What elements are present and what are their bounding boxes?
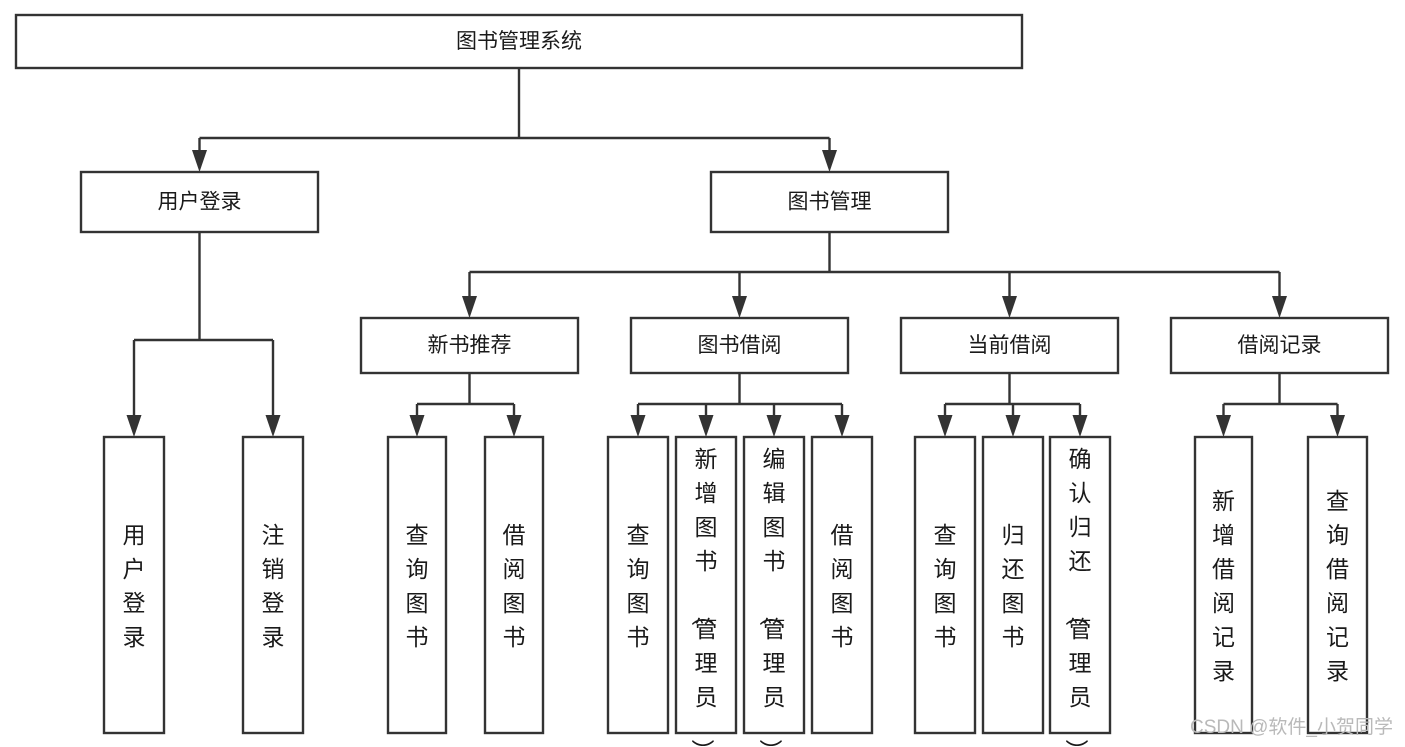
node-box-root[interactable] [14,13,1024,70]
node-label-borrow-record: 借阅记录 [1238,334,1322,357]
node-leaf-borrow-book[interactable]: 借阅图书 [810,435,874,735]
connector-group-user-login [126,232,281,437]
node-box-leaf-add-borrow-record[interactable] [1193,435,1254,735]
node-box-leaf-query-book-borrow[interactable] [606,435,670,735]
node-leaf-query-borrow-record[interactable]: 查询借阅记录 [1306,435,1369,735]
node-box-leaf-add-book[interactable] [674,435,738,735]
node-label-leaf-borrow-book: 借阅图书 [831,522,854,650]
node-box-leaf-borrow-book-rec[interactable] [483,435,545,735]
node-box-leaf-borrow-book[interactable] [810,435,874,735]
node-leaf-return-book[interactable]: 归还图书 [981,435,1045,735]
node-label-leaf-add-borrow-record: 新增借阅记录 [1212,488,1235,684]
node-label-leaf-user-login: 用户登录 [123,522,146,650]
arrow-head-icon [462,296,477,318]
node-box-leaf-user-login[interactable] [102,435,166,735]
connectors-layer [126,68,1345,437]
connector-group-book-management [462,232,1287,318]
node-label-leaf-query-book-rec: 查询图书 [406,522,429,650]
node-label-book-borrow: 图书借阅 [698,334,782,357]
node-leaf-query-book-borrow[interactable]: 查询图书 [606,435,670,735]
node-leaf-query-book-current[interactable]: 查询图书 [913,435,977,735]
node-box-current-borrow[interactable] [899,316,1120,375]
node-box-leaf-confirm-return[interactable] [1048,435,1112,735]
node-box-leaf-return-book[interactable] [981,435,1045,735]
node-leaf-borrow-book-rec[interactable]: 借阅图书 [483,435,545,735]
node-box-new-book-recommend[interactable] [359,316,580,375]
arrow-head-icon [1072,415,1088,437]
node-leaf-query-book-rec[interactable]: 查询图书 [386,435,448,735]
node-book-management[interactable]: 图书管理 [709,170,950,234]
node-leaf-logout[interactable]: 注销登录 [241,435,305,735]
node-label-leaf-query-book-current: 查询图书 [934,522,957,650]
arrow-head-icon [265,415,281,437]
arrow-head-icon [506,415,522,437]
node-label-leaf-query-book-borrow: 查询图书 [627,522,650,650]
connector-group-borrow-record [1216,373,1345,437]
node-book-borrow[interactable]: 图书借阅 [629,316,850,375]
connector-group-current-borrow [937,373,1088,437]
arrow-head-icon [822,150,837,172]
arrow-head-icon [1330,415,1345,437]
node-label-current-borrow: 当前借阅 [968,334,1052,357]
node-label-leaf-logout: 注销登录 [262,522,285,650]
arrow-head-icon [834,415,850,437]
node-leaf-user-login[interactable]: 用户登录 [102,435,166,735]
node-root[interactable]: 图书管理系统 [14,13,1024,70]
node-box-book-borrow[interactable] [629,316,850,375]
nodes-layer: 图书管理系统用户登录图书管理新书推荐图书借阅当前借阅借阅记录用户登录注销登录查询… [14,13,1390,747]
node-box-leaf-query-book-rec[interactable] [386,435,448,735]
node-label-book-management: 图书管理 [788,191,872,214]
node-label-leaf-borrow-book-rec: 借阅图书 [503,522,526,650]
node-current-borrow[interactable]: 当前借阅 [899,316,1120,375]
connector-group-book-borrow [630,373,850,437]
node-box-leaf-query-book-current[interactable] [913,435,977,735]
arrow-head-icon [192,150,207,172]
arrow-head-icon [732,296,747,318]
node-label-leaf-confirm-return: 确认归还（管理员） [1064,446,1092,747]
node-label-leaf-add-book: 新增图书（管理员） [690,446,718,747]
node-user-login[interactable]: 用户登录 [79,170,320,234]
node-box-leaf-query-borrow-record[interactable] [1306,435,1369,735]
node-box-leaf-edit-book[interactable] [742,435,806,735]
arrow-head-icon [1005,415,1021,437]
arrow-head-icon [937,415,953,437]
node-leaf-add-book[interactable]: 新增图书（管理员） [674,435,738,747]
node-leaf-add-borrow-record[interactable]: 新增借阅记录 [1193,435,1254,735]
node-leaf-confirm-return[interactable]: 确认归还（管理员） [1048,435,1112,747]
connector-group-root [192,68,837,172]
arrow-head-icon [126,415,142,437]
node-label-new-book-recommend: 新书推荐 [428,334,512,357]
arrow-head-icon [1272,296,1287,318]
arrow-head-icon [1002,296,1017,318]
connector-group-new-book-recommend [409,373,522,437]
node-label-user-login: 用户登录 [158,191,242,214]
arrow-head-icon [409,415,425,437]
node-box-book-management[interactable] [709,170,950,234]
node-label-leaf-edit-book: 编辑图书（管理员） [758,446,786,747]
node-label-leaf-query-borrow-record: 查询借阅记录 [1326,488,1349,684]
arrow-head-icon [630,415,646,437]
node-label-root: 图书管理系统 [456,30,582,53]
node-box-borrow-record[interactable] [1169,316,1390,375]
arrow-head-icon [698,415,714,437]
node-leaf-edit-book[interactable]: 编辑图书（管理员） [742,435,806,747]
node-borrow-record[interactable]: 借阅记录 [1169,316,1390,375]
node-label-leaf-return-book: 归还图书 [1002,522,1025,650]
arrow-head-icon [1216,415,1231,437]
node-box-leaf-logout[interactable] [241,435,305,735]
node-box-user-login[interactable] [79,170,320,234]
node-new-book-recommend[interactable]: 新书推荐 [359,316,580,375]
arrow-head-icon [766,415,782,437]
